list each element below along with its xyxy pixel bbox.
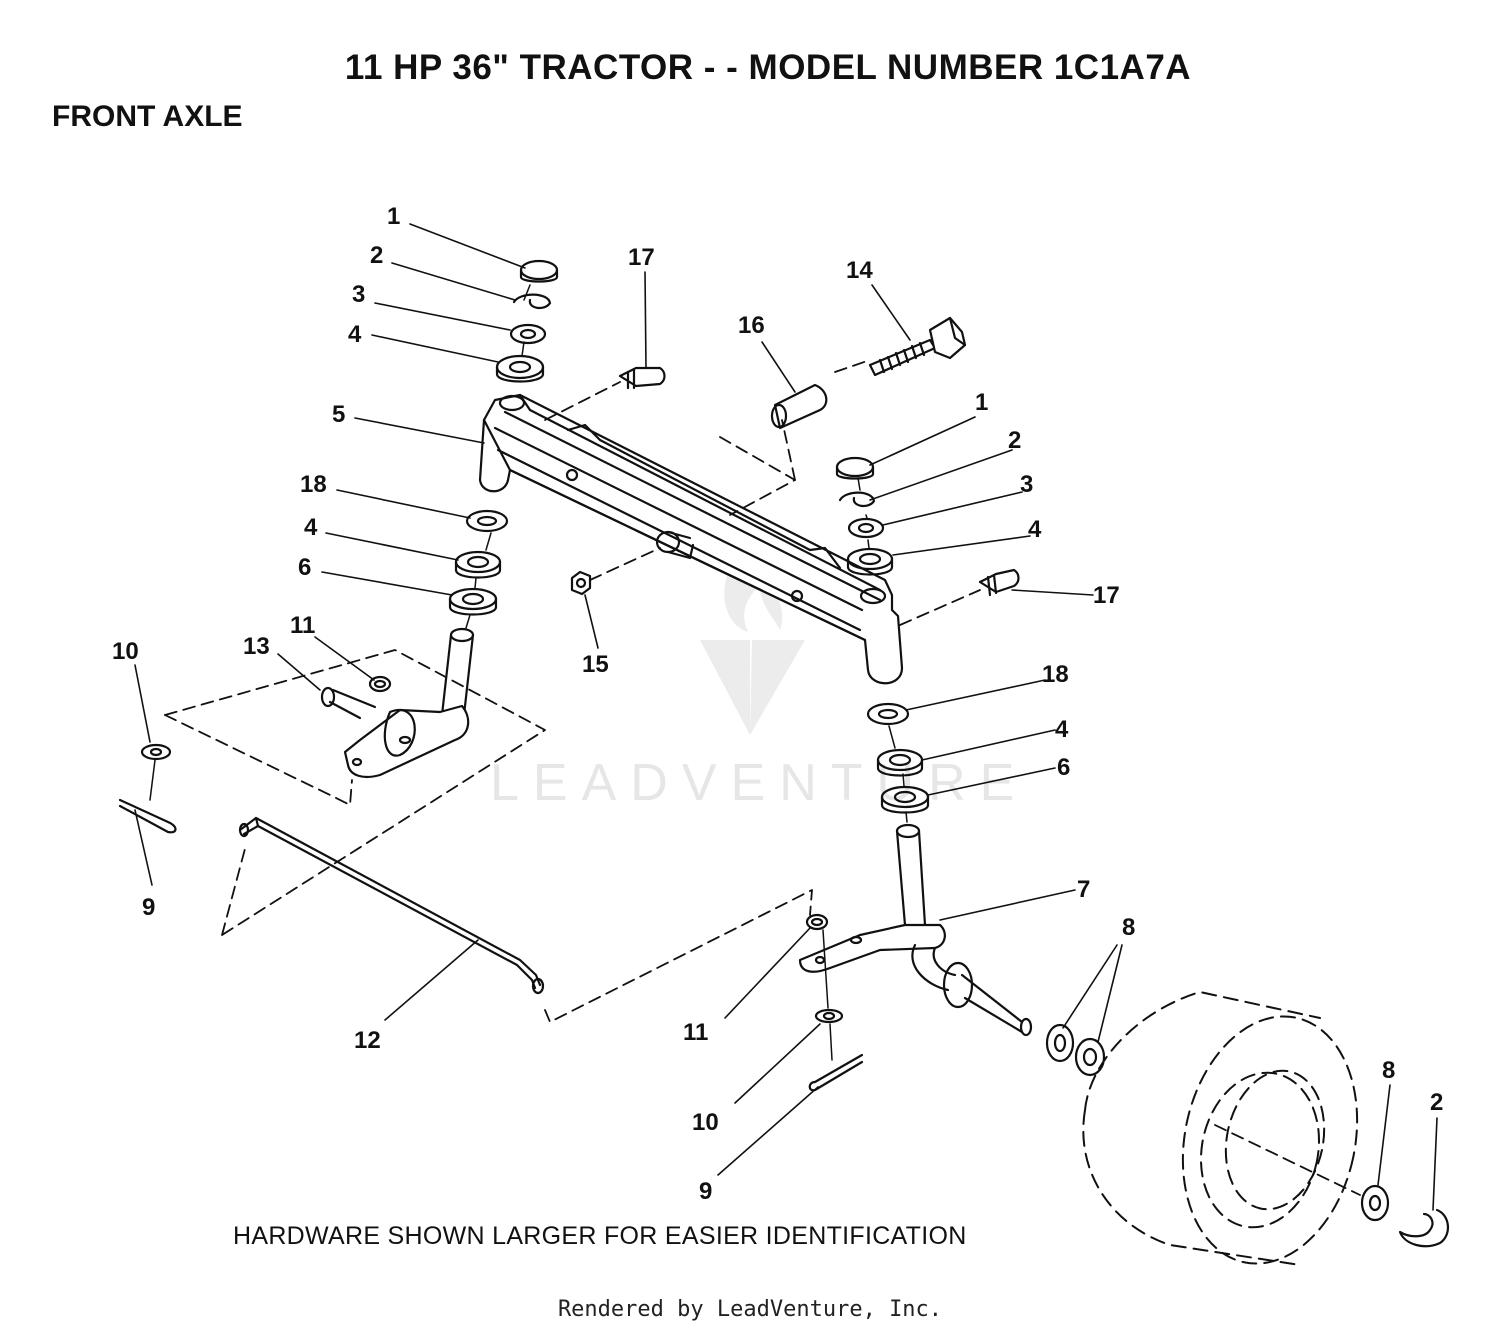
callout-14: 14 (846, 257, 873, 284)
callout-10: 10 (692, 1109, 719, 1136)
spacer-16 (770, 383, 828, 430)
callout-8: 8 (1382, 1057, 1395, 1084)
callout-2: 2 (370, 242, 383, 269)
washer-8b (1074, 1037, 1106, 1077)
callout-18: 18 (300, 471, 327, 498)
cotter-pin-right (808, 1053, 864, 1092)
washer-right-18 (866, 702, 910, 726)
wheel-phantom (1082, 991, 1359, 1266)
watermark-text: LEADVENTURE (490, 754, 1028, 812)
spindle-right (798, 823, 1033, 1037)
hardware-note: HARDWARE SHOWN LARGER FOR EASIER IDENTIF… (233, 1222, 967, 1250)
washer-right-top (847, 517, 885, 539)
cotter-pin-left (118, 798, 177, 834)
bushing-left-lower (454, 550, 502, 579)
callout-3: 3 (352, 281, 365, 308)
washer-left-top (509, 323, 547, 345)
spindle-left (320, 627, 475, 779)
grease-fitting-right (978, 568, 1020, 597)
render-credit: Rendered by LeadVenture, Inc. (557, 1297, 943, 1322)
callout-labels: 1 2 3 4 5 18 4 6 17 16 14 1 2 3 4 17 15 … (112, 203, 1443, 1205)
callout-6: 6 (298, 554, 311, 581)
axle-main (478, 393, 904, 685)
tie-rod (238, 816, 545, 995)
callout-10: 10 (112, 638, 139, 665)
washer-8a (1045, 1023, 1075, 1063)
washer-10-right (814, 1008, 844, 1024)
callout-3: 3 (1020, 471, 1033, 498)
callout-11: 11 (683, 1019, 708, 1046)
axle-cap-left (519, 259, 559, 283)
callout-2: 2 (1008, 427, 1021, 454)
callout-4: 4 (1028, 516, 1042, 543)
callout-7: 7 (1077, 876, 1090, 903)
callout-9: 9 (142, 894, 155, 921)
washer-10-left (140, 743, 172, 761)
callout-2: 2 (1430, 1089, 1443, 1116)
assembly-lines (164, 359, 1361, 1196)
callout-4: 4 (348, 321, 362, 348)
hairpin-clip-left (512, 293, 552, 310)
axle-cap-right (835, 456, 875, 480)
washer-11-right (805, 913, 829, 931)
callout-18: 18 (1042, 661, 1069, 688)
callout-4: 4 (1055, 716, 1069, 743)
lock-nut (570, 570, 592, 596)
bushing-right-top (846, 547, 894, 576)
washer-8c (1360, 1184, 1390, 1222)
callout-17: 17 (1093, 582, 1120, 609)
grease-fitting-left (618, 366, 666, 390)
bushing-left-top (495, 354, 545, 383)
callout-5: 5 (332, 401, 345, 428)
callout-4: 4 (304, 514, 318, 541)
hairpin-clip-wheel (1398, 1208, 1449, 1248)
watermark: LEADVENTURE (490, 560, 1028, 812)
callout-17: 17 (628, 244, 655, 271)
callout-1: 1 (975, 389, 988, 416)
callout-11: 11 (290, 612, 315, 639)
callout-16: 16 (738, 312, 765, 339)
callout-1: 1 (387, 203, 400, 230)
bushing-left-6 (448, 587, 498, 616)
washer-left-18 (465, 509, 509, 533)
bushing-right-6 (880, 785, 930, 814)
callout-6: 6 (1057, 754, 1070, 781)
section-heading: FRONT AXLE (52, 100, 243, 133)
callout-12: 12 (354, 1027, 381, 1054)
leader-lines (134, 223, 1438, 1211)
pivot-tube (655, 530, 695, 560)
stack-axes (149, 284, 908, 1061)
callout-15: 15 (582, 651, 609, 678)
diagram-title: 11 HP 36" TRACTOR - - MODEL NUMBER 1C1A7… (344, 48, 1192, 87)
hairpin-clip-right (838, 491, 876, 508)
callout-13: 13 (243, 633, 270, 660)
pivot-bolt (868, 316, 967, 377)
callout-9: 9 (699, 1178, 712, 1205)
callout-8: 8 (1122, 914, 1135, 941)
